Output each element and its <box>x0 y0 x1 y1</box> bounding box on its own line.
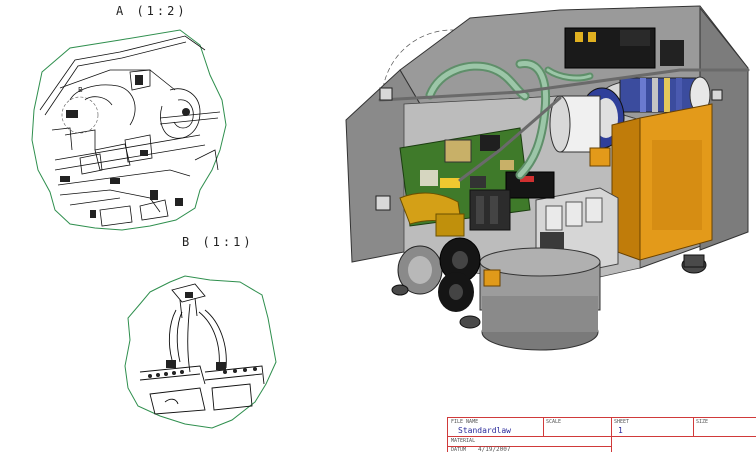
detail-b-boundary <box>124 275 277 429</box>
terminal-block-top <box>564 27 684 69</box>
detail-b-view <box>124 275 277 429</box>
detail-a-boundary <box>31 29 227 231</box>
cable-clips <box>375 87 723 211</box>
transformer <box>611 103 713 261</box>
main-assembly-view <box>345 5 750 351</box>
elbow-fitting <box>399 178 465 237</box>
material-label: MATERIAL <box>451 438 476 444</box>
pump-motor <box>479 247 601 351</box>
size-label: SIZE <box>696 419 709 425</box>
sheet-value: 1 <box>618 426 623 435</box>
support-rod <box>378 68 750 182</box>
file-name-label: FILE NAME <box>451 419 479 425</box>
small-relay <box>589 147 611 167</box>
detail-a-callout-b: B <box>78 86 83 94</box>
date-value: 4/19/2007 <box>478 446 511 453</box>
detail-a-view: B <box>31 29 227 231</box>
detail-b-label: B (1:1) <box>182 235 254 249</box>
mounting-feet <box>391 254 707 329</box>
scale-label: SCALE <box>546 419 562 425</box>
detail-a-label: A (1:2) <box>116 4 188 18</box>
title-block: FILE NAME Standardlaw SCALE SHEET 1 SIZE… <box>447 417 756 453</box>
sheet-label: SHEET <box>614 419 630 425</box>
fan-units <box>397 237 501 312</box>
file-name-value: Standardlaw <box>458 426 511 435</box>
date-label: DATUM <box>451 447 467 453</box>
capacitor-stack <box>601 76 711 114</box>
relay-block <box>469 171 555 231</box>
